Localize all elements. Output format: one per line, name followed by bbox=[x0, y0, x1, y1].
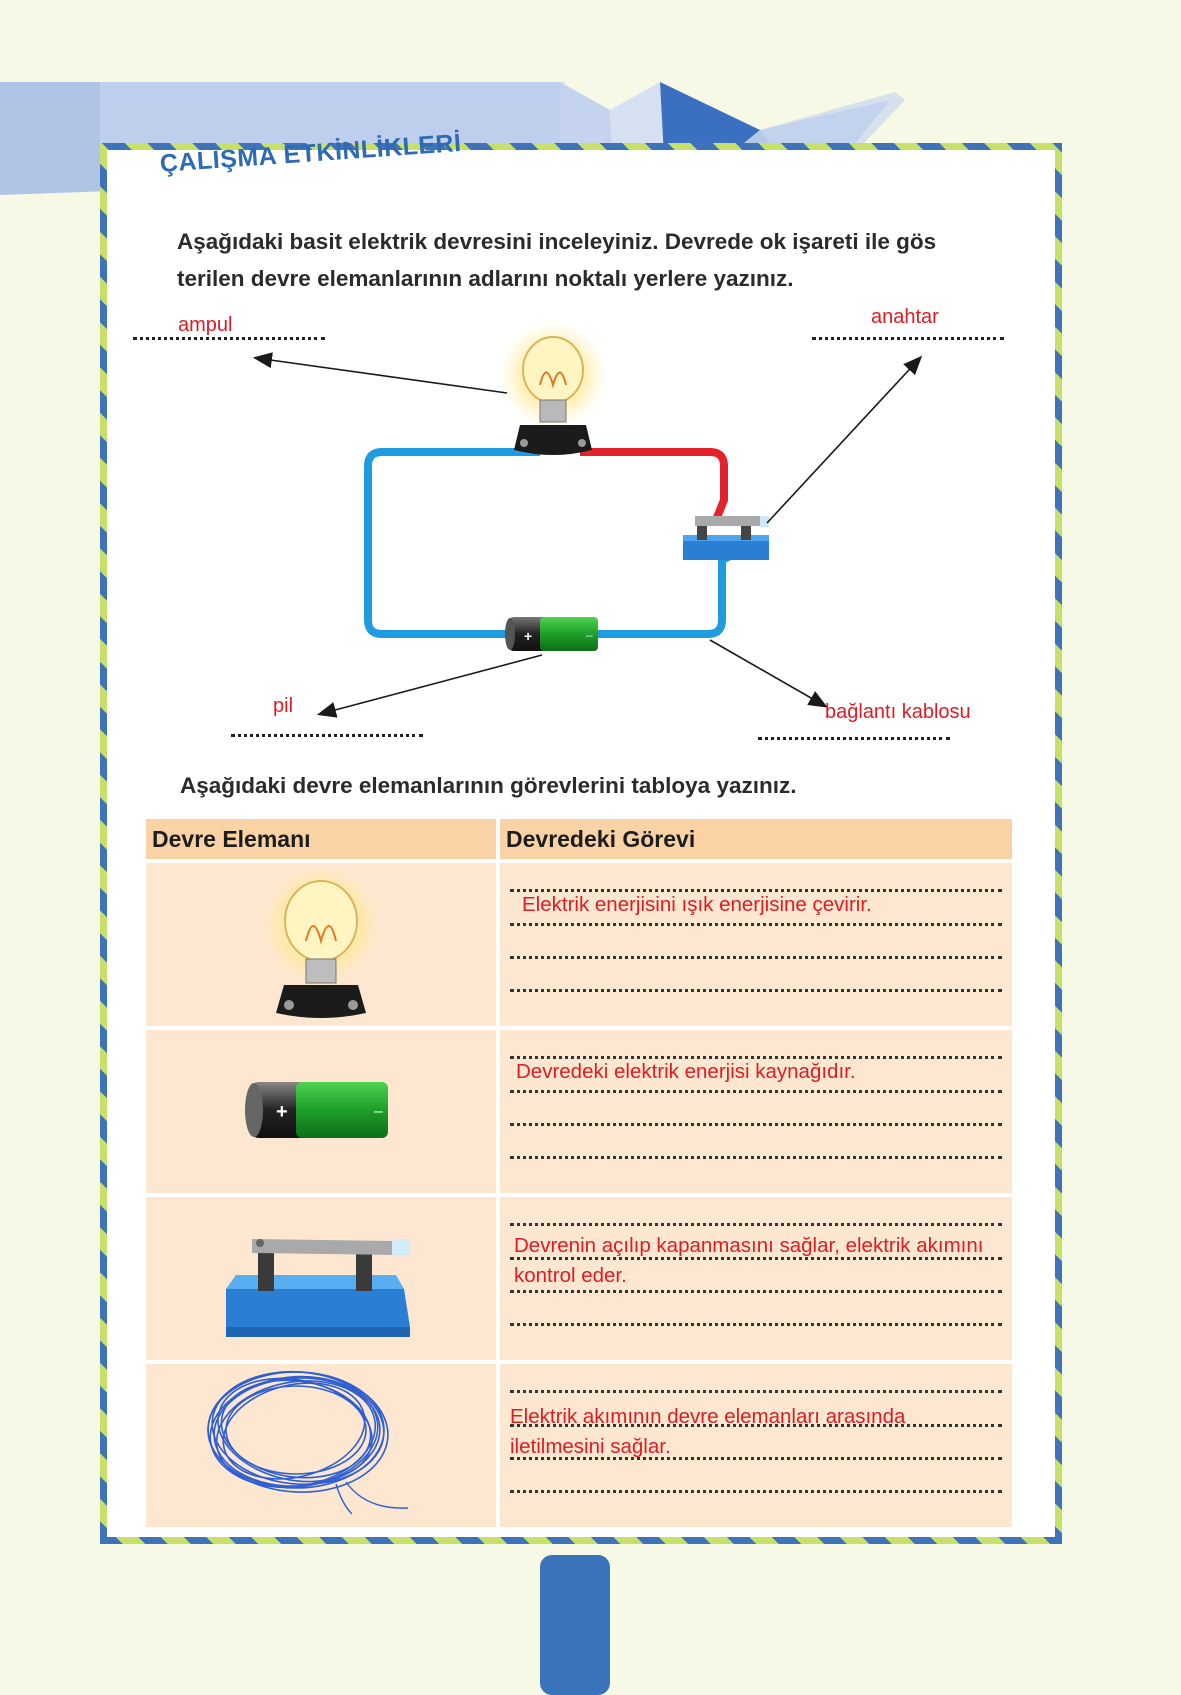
switch-label-line bbox=[812, 337, 1004, 340]
table-row: Elektrik akımının devre elemanları arası… bbox=[146, 1364, 1012, 1527]
instruction-1-line-1: Aşağıdaki basit elektrik devresini incel… bbox=[177, 229, 937, 254]
wire-label-line bbox=[758, 737, 950, 740]
element-cell bbox=[146, 1197, 496, 1360]
table-row: Devrenin açılıp kapanmasını sağlar, elek… bbox=[146, 1197, 1012, 1360]
wire-coil-icon bbox=[207, 1370, 409, 1515]
battery-label: pil bbox=[273, 695, 294, 717]
table-header-task: Devredeki Görevi bbox=[500, 819, 1012, 859]
task-answer: Devredeki elektrik enerjisi kaynağıdır. bbox=[516, 1060, 856, 1083]
switch-icon bbox=[226, 1239, 410, 1337]
instruction-1: Aşağıdaki basit elektrik devresini incel… bbox=[177, 223, 936, 297]
instruction-1-line-2: terilen devre elemanlarının adlarını nok… bbox=[177, 266, 794, 291]
element-cell bbox=[146, 1364, 496, 1527]
table-header-element: Devre Elemanı bbox=[146, 819, 496, 859]
svg-text:–: – bbox=[374, 1103, 383, 1120]
page-number-tab bbox=[540, 1555, 610, 1695]
bulb-icon bbox=[259, 863, 383, 1018]
instruction-2: Aşağıdaki devre elemanlarının görevlerin… bbox=[180, 773, 797, 798]
task-cell: Elektrik enerjisini ışık enerjisine çevi… bbox=[500, 863, 1012, 1026]
switch-label: anahtar bbox=[871, 306, 939, 328]
element-task-table: Devre Elemanı Devredeki Görevi bbox=[142, 815, 1016, 1531]
svg-text:+: + bbox=[276, 1101, 288, 1123]
task-cell: Devrenin açılıp kapanmasını sağlar, elek… bbox=[500, 1197, 1012, 1360]
element-cell bbox=[146, 863, 496, 1026]
battery-label-line bbox=[231, 734, 423, 737]
table-row: Elektrik enerjisini ışık enerjisine çevi… bbox=[146, 863, 1012, 1026]
element-cell: + – bbox=[146, 1030, 496, 1193]
task-answer: Elektrik akımının devre elemanları arası… bbox=[510, 1405, 906, 1458]
bulb-label: ampul bbox=[178, 314, 233, 336]
task-cell: Devredeki elektrik enerjisi kaynağıdır. bbox=[500, 1030, 1012, 1193]
wire-label: bağlantı kablosu bbox=[825, 701, 971, 723]
task-answer: Devrenin açılıp kapanmasını sağlar, elek… bbox=[514, 1234, 984, 1287]
battery-icon: + – bbox=[245, 1082, 388, 1138]
table-row: + – Devredeki elektrik enerjisi kaynağıd… bbox=[146, 1030, 1012, 1193]
bulb-label-line bbox=[133, 337, 325, 340]
task-answer: Elektrik enerjisini ışık enerjisine çevi… bbox=[522, 893, 872, 916]
task-cell: Elektrik akımının devre elemanları arası… bbox=[500, 1364, 1012, 1527]
